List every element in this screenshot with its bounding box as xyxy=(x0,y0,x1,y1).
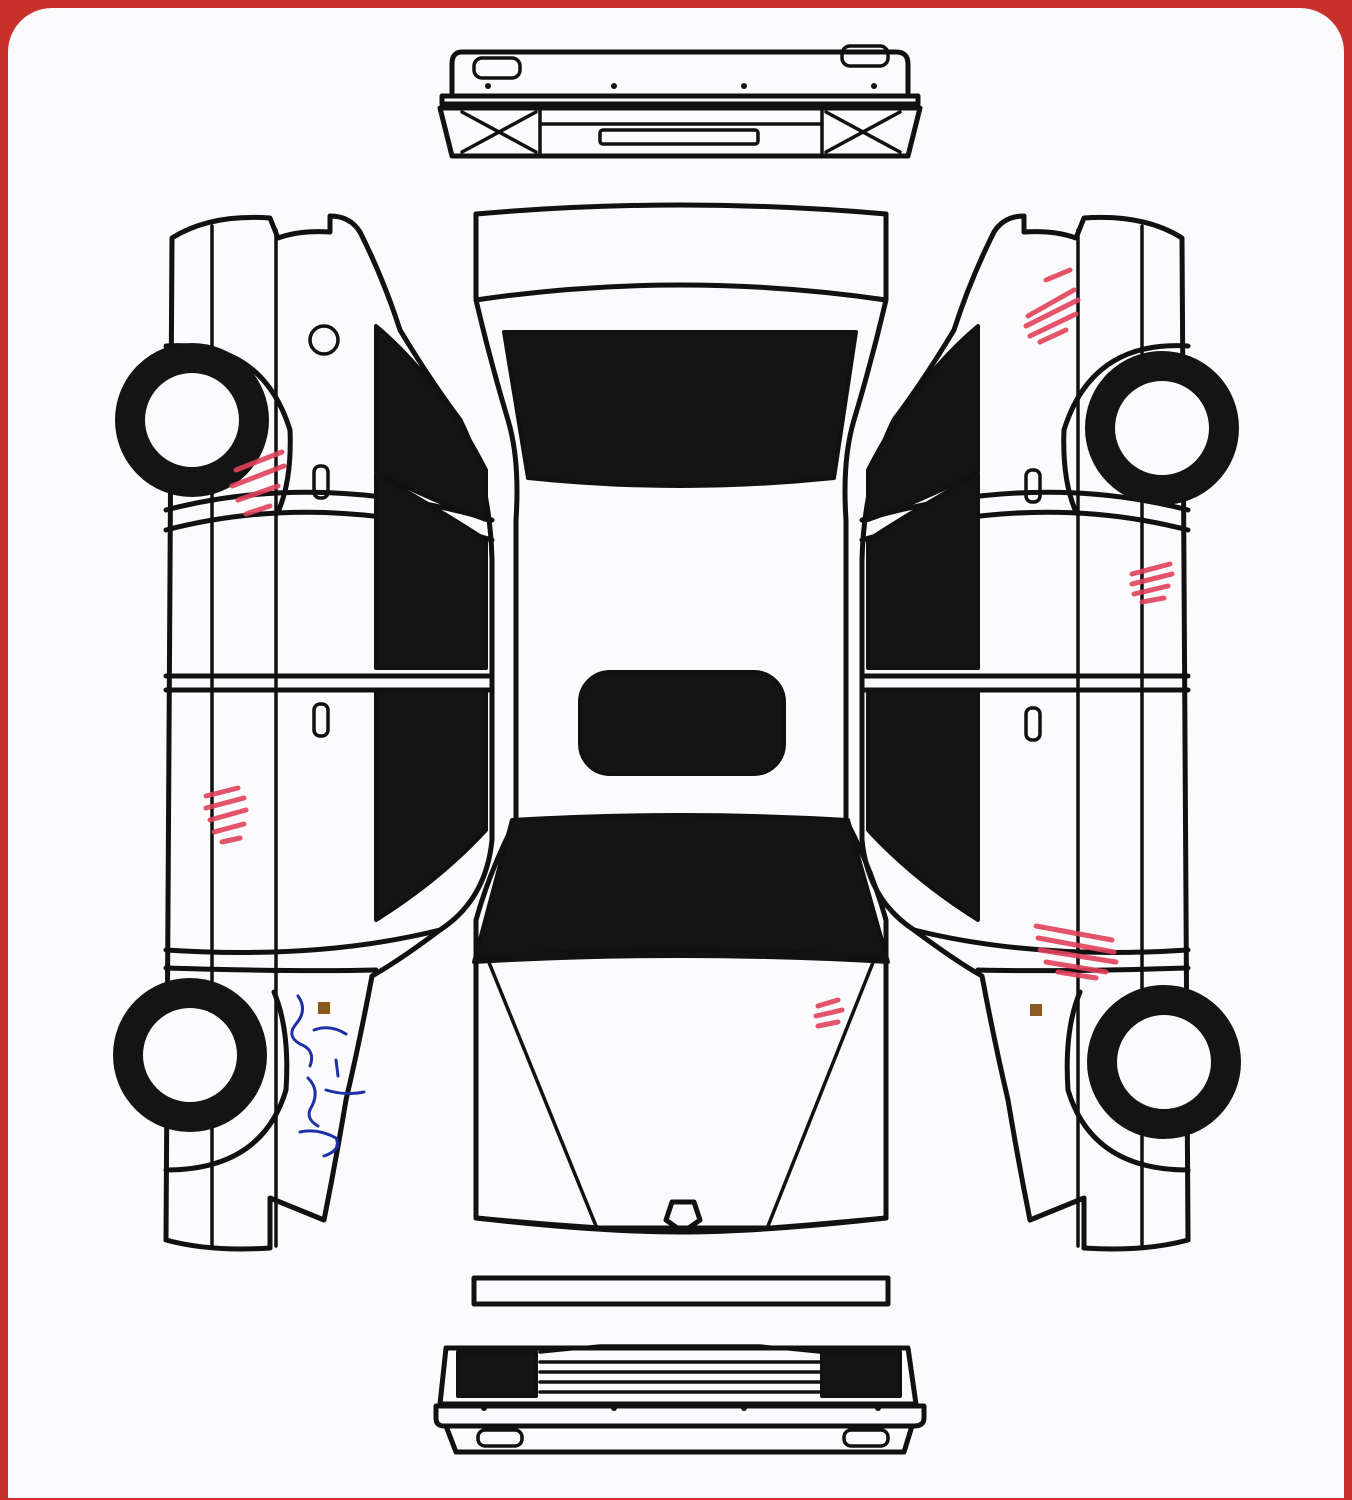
bolt-icon xyxy=(611,83,617,89)
bolt-icon xyxy=(875,1405,881,1411)
marker-icon xyxy=(1030,1004,1042,1016)
front-bumper-view xyxy=(433,1344,927,1455)
rear-bumper-view xyxy=(437,44,923,159)
windshield xyxy=(472,813,890,964)
damage-mark-right-front-door xyxy=(1129,561,1175,605)
right-rear-tire xyxy=(1085,351,1239,505)
door-handle-icon xyxy=(312,702,330,738)
damage-mark-right-rear-fender xyxy=(1023,267,1081,345)
sunroof xyxy=(578,670,786,776)
bolt-icon xyxy=(485,83,491,89)
damage-mark-left-rear-door xyxy=(203,785,249,845)
left-front-window xyxy=(374,688,488,922)
handwritten-signature xyxy=(290,994,366,1158)
door-handle-icon xyxy=(1024,706,1042,742)
damage-mark-right-quarter xyxy=(1033,923,1119,981)
bolt-icon xyxy=(871,83,877,89)
left-rear-tire xyxy=(115,343,269,497)
damage-mark-left-fender xyxy=(229,449,287,517)
top-view xyxy=(472,202,890,1235)
left-front-tire xyxy=(113,978,267,1132)
right-rear-window xyxy=(866,472,980,670)
door-handle-icon xyxy=(312,464,330,500)
front-bar-view xyxy=(471,1275,891,1307)
right-front-tire xyxy=(1087,985,1241,1139)
right-fog-lamp xyxy=(820,1350,902,1398)
marker-icon xyxy=(318,1002,330,1014)
damage-marks xyxy=(203,267,1175,1029)
bolt-icon xyxy=(611,1405,617,1411)
left-side-view xyxy=(113,213,495,1252)
emblem-icon xyxy=(663,1199,703,1235)
fuel-cap-icon xyxy=(308,324,340,356)
left-fog-lamp xyxy=(456,1350,538,1398)
rear-window xyxy=(502,330,858,488)
door-handle-icon xyxy=(1024,468,1042,504)
left-rear-window xyxy=(374,472,488,670)
bolt-icon xyxy=(741,1405,747,1411)
right-front-window xyxy=(866,688,980,922)
damage-mark-hood xyxy=(813,997,845,1029)
bolt-icon xyxy=(481,1405,487,1411)
right-rear-quarter-window xyxy=(866,324,980,522)
right-side-view xyxy=(859,213,1241,1252)
left-rear-quarter-window xyxy=(374,324,488,522)
bolt-icon xyxy=(741,83,747,89)
